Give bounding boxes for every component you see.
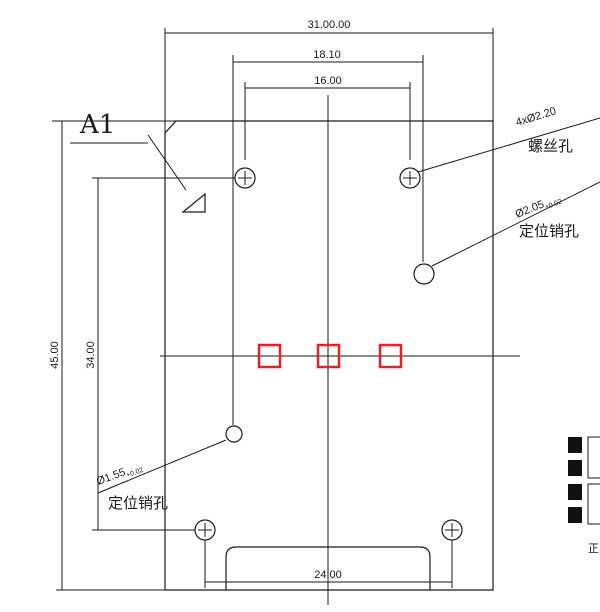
edge-fragment: 正 [588,543,599,555]
pin-bottom-callout-leader [97,439,227,494]
pin-hole-bottom [225,425,243,443]
screw-callout-leader [417,117,600,173]
pin-hole-top-tol: +0.02 [544,198,563,211]
pad-4 [568,507,582,523]
pin-hole-top [413,263,435,285]
pin-hole-bottom-spec: Ø1.55+0.02 [95,460,145,490]
pin-hole-top-label: 定位销孔 [519,222,579,240]
side-connector-outline [587,436,600,525]
dim-overall-height: 45.00 [49,341,61,369]
marker-center [316,343,341,369]
pad-2 [568,460,582,476]
pin-hole-top-spec: Ø2.05+0.02 [514,192,564,223]
pad-3 [568,484,582,500]
pin-hole-bottom-label: 定位销孔 [108,494,168,512]
screw-hole-label: 螺丝孔 [528,137,573,155]
dim-inner-span: 16.00 [314,75,342,87]
hole-crosshairs [198,171,459,537]
dim-vertical-span: 34.00 [85,341,97,369]
marker-left [257,343,282,369]
marker-right [378,343,403,369]
a1-leader [147,134,187,191]
dim-screw-span: 18.10 [313,49,341,61]
pin-top-callout-leader [431,181,600,267]
screw-hole-spec: 4xØ2.20 [514,105,557,129]
reference-label: A1 [79,110,115,140]
dim-overall-width: 31.00.00 [308,19,351,31]
datum-triangle [181,192,206,213]
pad-1 [568,437,582,453]
